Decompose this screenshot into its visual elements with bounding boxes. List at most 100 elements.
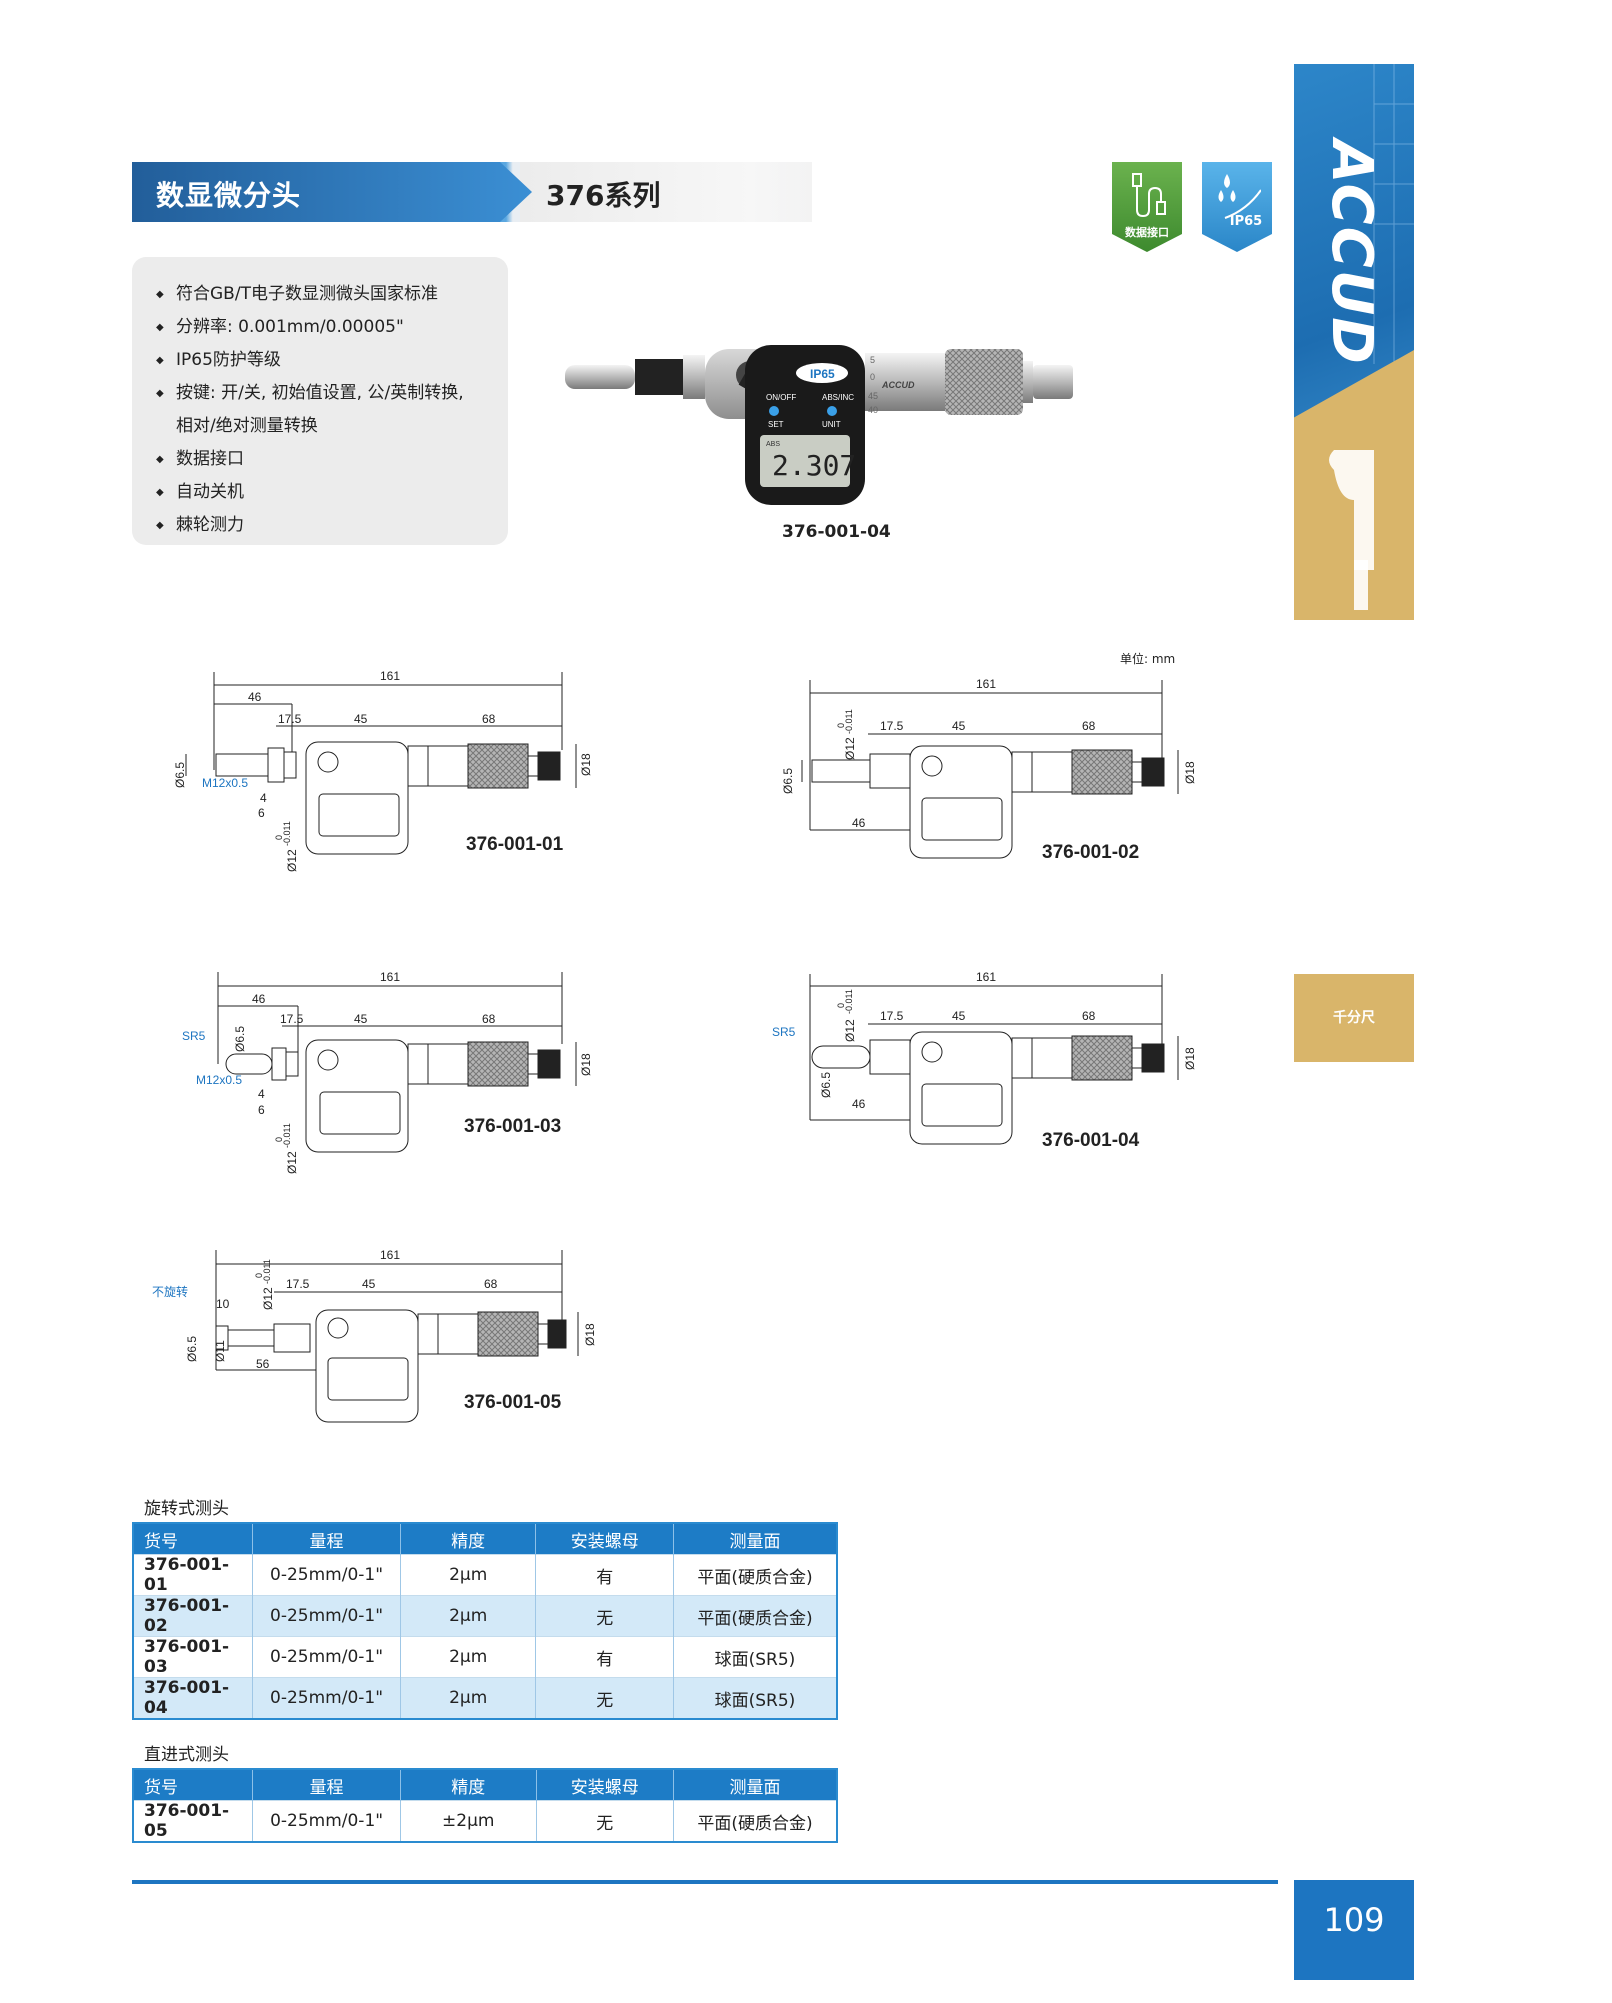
- cell-code: 376-001-02: [133, 1595, 254, 1637]
- dim-68: 68: [1082, 1009, 1096, 1023]
- cell-face: 球面(SR5): [673, 1677, 838, 1719]
- dim-dia18: Ø18: [579, 1053, 593, 1076]
- cell-nut: 无: [535, 1595, 674, 1637]
- dim-4: 4: [258, 1087, 265, 1101]
- cell-range: 0-25mm/0-1": [252, 1677, 401, 1719]
- dim-dia11: Ø11: [213, 1340, 227, 1362]
- straight-table-title: 直进式测头: [144, 1745, 229, 1765]
- cell-face: 球面(SR5): [673, 1636, 838, 1678]
- dim-tol-a: 0: [274, 835, 284, 840]
- drawing-376-001-02: 161 17.5 45 68 Ø18 Ø6.5 46 Ø12 0 -0.011 …: [770, 660, 1210, 890]
- col-header: 测量面: [673, 1523, 838, 1555]
- title-banner-dark: [132, 162, 532, 222]
- page-title: 数显微分头: [156, 179, 302, 212]
- cell-nut: 无: [535, 1677, 674, 1719]
- feature-list: ◆符合GB/T电子数显测微头国家标准 ◆分辨率: 0.001mm/0.00005…: [156, 278, 464, 542]
- bullet-icon: ◆: [156, 454, 164, 465]
- dim-45: 45: [952, 1009, 966, 1023]
- cell-range: 0-25mm/0-1": [252, 1800, 401, 1842]
- dim-45: 45: [952, 719, 966, 733]
- micrometer-silhouette-icon: [1329, 450, 1374, 610]
- dim-thread: M12x0.5: [202, 776, 248, 790]
- dim-68: 68: [1082, 719, 1096, 733]
- cell-code: 376-001-03: [133, 1636, 254, 1678]
- thimble-mark: 40: [868, 405, 878, 415]
- cell-face: 平面(硬质合金): [673, 1595, 838, 1637]
- dim-total: 161: [976, 970, 996, 984]
- product-button-onoff: ON/OFF: [766, 393, 796, 402]
- water-drops-icon: [1218, 174, 1261, 219]
- drawing-376-001-03: 161 46 17.5 45 68 Ø18 Ø6.5 SR5 M12x0.5 4…: [170, 960, 610, 1190]
- cell-face: 平面(硬质合金): [673, 1800, 838, 1842]
- feature-item: ◆分辨率: 0.001mm/0.00005": [156, 311, 464, 344]
- ruler-background-graphic: [1373, 64, 1414, 364]
- bullet-icon: ◆: [156, 289, 164, 300]
- product-ip65-logo: IP65: [810, 367, 835, 381]
- thimble-mark: 5: [870, 355, 875, 365]
- dim-4: 4: [260, 791, 267, 805]
- col-header: 测量面: [673, 1769, 838, 1801]
- feature-box: [132, 257, 508, 545]
- product-display-value: 2.307: [772, 449, 856, 482]
- ip65-badge: IP65: [1202, 162, 1272, 252]
- dim-68: 68: [484, 1277, 498, 1291]
- col-header: 量程: [252, 1769, 401, 1801]
- dim-45: 45: [354, 1012, 368, 1026]
- feature-item: ◆IP65防护等级: [156, 344, 464, 377]
- cell-code: 376-001-04: [133, 1677, 254, 1719]
- product-caption: 376-001-04: [782, 522, 891, 542]
- feature-item: ◆按键: 开/关, 初始值设置, 公/英制转换,: [156, 377, 464, 410]
- rotary-spec-table: 货号 量程 精度 安装螺母 测量面 376-001-01 0-25mm/0-1"…: [132, 1522, 838, 1720]
- dim-68: 68: [482, 712, 496, 726]
- dim-dia18: Ø18: [1183, 1047, 1197, 1070]
- thimble-mark: 45: [868, 391, 878, 401]
- dim-68: 68: [482, 1012, 496, 1026]
- dim-tol-b: -0.011: [844, 989, 854, 1014]
- table-row: 376-001-02 0-25mm/0-1" 2μm 无 平面(硬质合金): [133, 1595, 838, 1637]
- drawing-model: 376-001-04: [1042, 1130, 1140, 1151]
- cell-accuracy: 2μm: [400, 1554, 537, 1596]
- cell-nut: 有: [535, 1554, 674, 1596]
- dim-dia6-5: Ø6.5: [819, 1072, 833, 1098]
- dim-dia18: Ø18: [1183, 761, 1197, 784]
- dim-tol-a: 0: [836, 723, 846, 728]
- dim-17-5: 17.5: [286, 1277, 310, 1291]
- bullet-icon: ◆: [156, 388, 164, 399]
- dim-tol-b: -0.011: [282, 821, 292, 846]
- dim-dia6-5: Ø6.5: [173, 762, 187, 788]
- cell-range: 0-25mm/0-1": [252, 1554, 401, 1596]
- cell-code: 376-001-05: [133, 1800, 254, 1842]
- col-header: 货号: [133, 1769, 254, 1801]
- cell-nut: 有: [535, 1636, 674, 1678]
- dim-left: 46: [252, 992, 266, 1006]
- dim-17-5: 17.5: [280, 1012, 304, 1026]
- cell-face: 平面(硬质合金): [673, 1554, 838, 1596]
- dim-left: 46: [248, 690, 262, 704]
- dim-total: 161: [380, 1248, 400, 1262]
- cell-code: 376-001-01: [133, 1554, 254, 1596]
- dim-dia6-5: Ø6.5: [185, 1336, 199, 1362]
- cell-accuracy: ±2μm: [400, 1800, 537, 1842]
- drawing-model: 376-001-05: [464, 1392, 562, 1413]
- dim-10: 10: [216, 1297, 230, 1311]
- product-display-mode: ABS: [766, 441, 780, 448]
- dim-17-5: 17.5: [880, 1009, 904, 1023]
- cell-range: 0-25mm/0-1": [252, 1636, 401, 1678]
- bullet-icon: ◆: [156, 520, 164, 531]
- cell-accuracy: 2μm: [400, 1636, 537, 1678]
- drawing-model: 376-001-03: [464, 1116, 561, 1137]
- dim-tol-b: -0.011: [262, 1259, 272, 1284]
- table-row: 376-001-01 0-25mm/0-1" 2μm 有 平面(硬质合金): [133, 1554, 838, 1596]
- dim-17-5: 17.5: [278, 712, 302, 726]
- thimble-mark: 0: [870, 372, 875, 382]
- drawing-376-001-05: 161 17.5 45 68 Ø18 Ø6.5 Ø11 不旋转 10 56 Ø1…: [150, 1230, 610, 1430]
- feature-item: ◆棘轮测力: [156, 509, 464, 542]
- bullet-icon: ◆: [156, 322, 164, 333]
- dim-left: 46: [852, 1097, 866, 1111]
- category-tab[interactable]: 千分尺: [1294, 974, 1414, 1062]
- data-port-label: 数据接口: [1125, 226, 1169, 239]
- dim-dia6-5: Ø6.5: [781, 768, 795, 794]
- dim-total: 161: [380, 970, 400, 984]
- drawing-376-001-01: 161 46 17.5 45 68 Ø18 Ø6.5 M12x0.5 4 6 Ø…: [170, 660, 610, 890]
- label-non-rotating: 不旋转: [152, 1284, 188, 1299]
